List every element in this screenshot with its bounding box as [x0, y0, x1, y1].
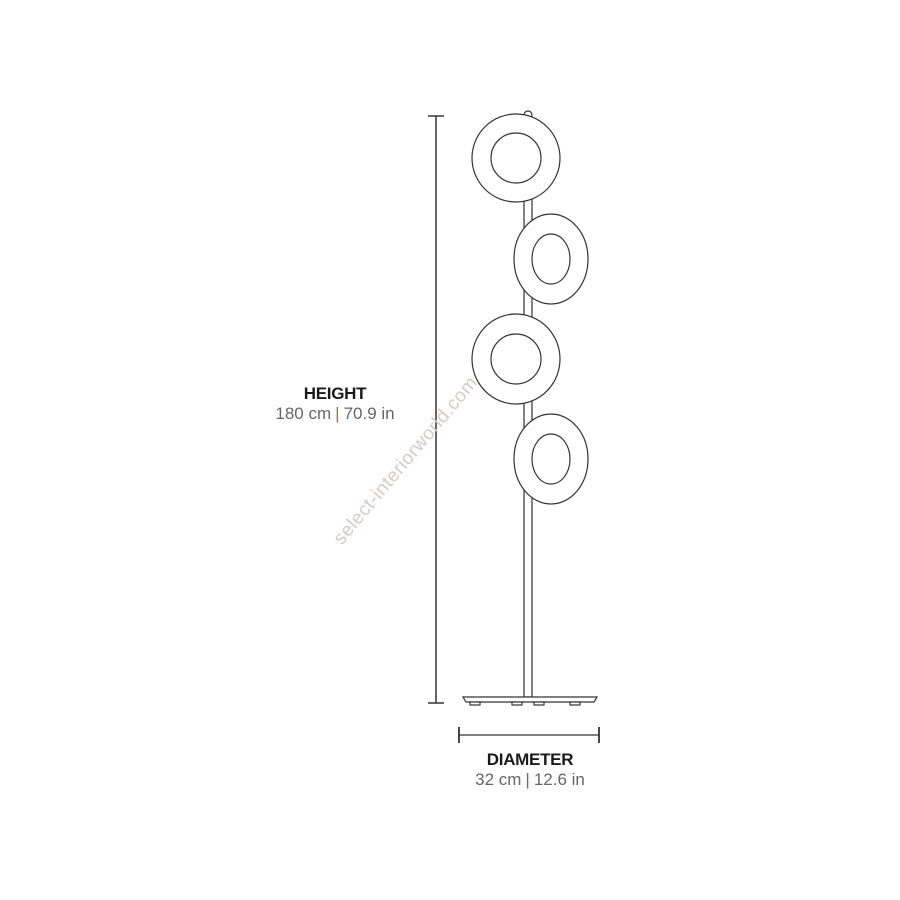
height-cm: 180 cm [275, 404, 332, 423]
diameter-title: DIAMETER [486, 750, 574, 769]
lamp-base [461, 696, 599, 706]
lamp-disc-3 [471, 313, 561, 405]
height-title: HEIGHT [303, 384, 367, 403]
diameter-in: 12.6 in [533, 770, 585, 789]
lamp-disc-1 [471, 113, 561, 203]
lamp-disc-4 [513, 413, 589, 505]
diameter-cm: 32 cm [475, 770, 522, 789]
lamp-disc-2 [513, 213, 589, 305]
height-label: HEIGHT 180 cm|70.9 in [250, 384, 420, 424]
separator: | [525, 770, 530, 789]
separator: | [335, 404, 340, 423]
diameter-label: DIAMETER 32 cm|12.6 in [445, 750, 615, 790]
height-in: 70.9 in [343, 404, 395, 423]
